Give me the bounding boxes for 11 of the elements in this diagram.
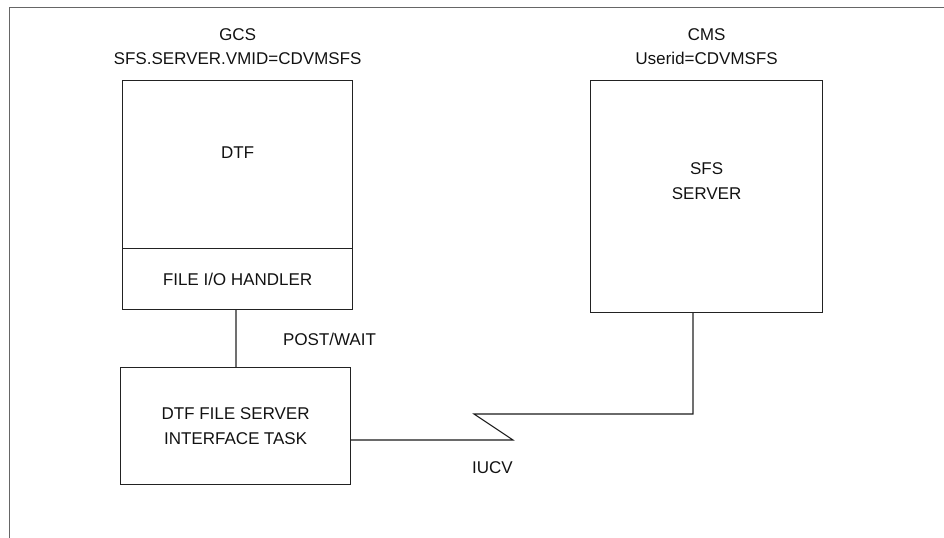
process-box [120,367,351,485]
node-heading: GCS [218,25,257,45]
node-heading: CMS [686,25,726,45]
connector-line [235,309,237,367]
node-label: DTF FILE SERVER INTERFACE TASK [160,403,310,450]
node-heading: Userid=CDVMSFS [634,49,779,69]
node-heading: SFS.SERVER.VMID=CDVMSFS [112,49,362,69]
node-label: SFS SERVER [670,158,742,205]
node-label: DTF [220,142,256,164]
connector-line [351,313,694,441]
node-label: FILE I/O HANDLER [162,268,312,290]
